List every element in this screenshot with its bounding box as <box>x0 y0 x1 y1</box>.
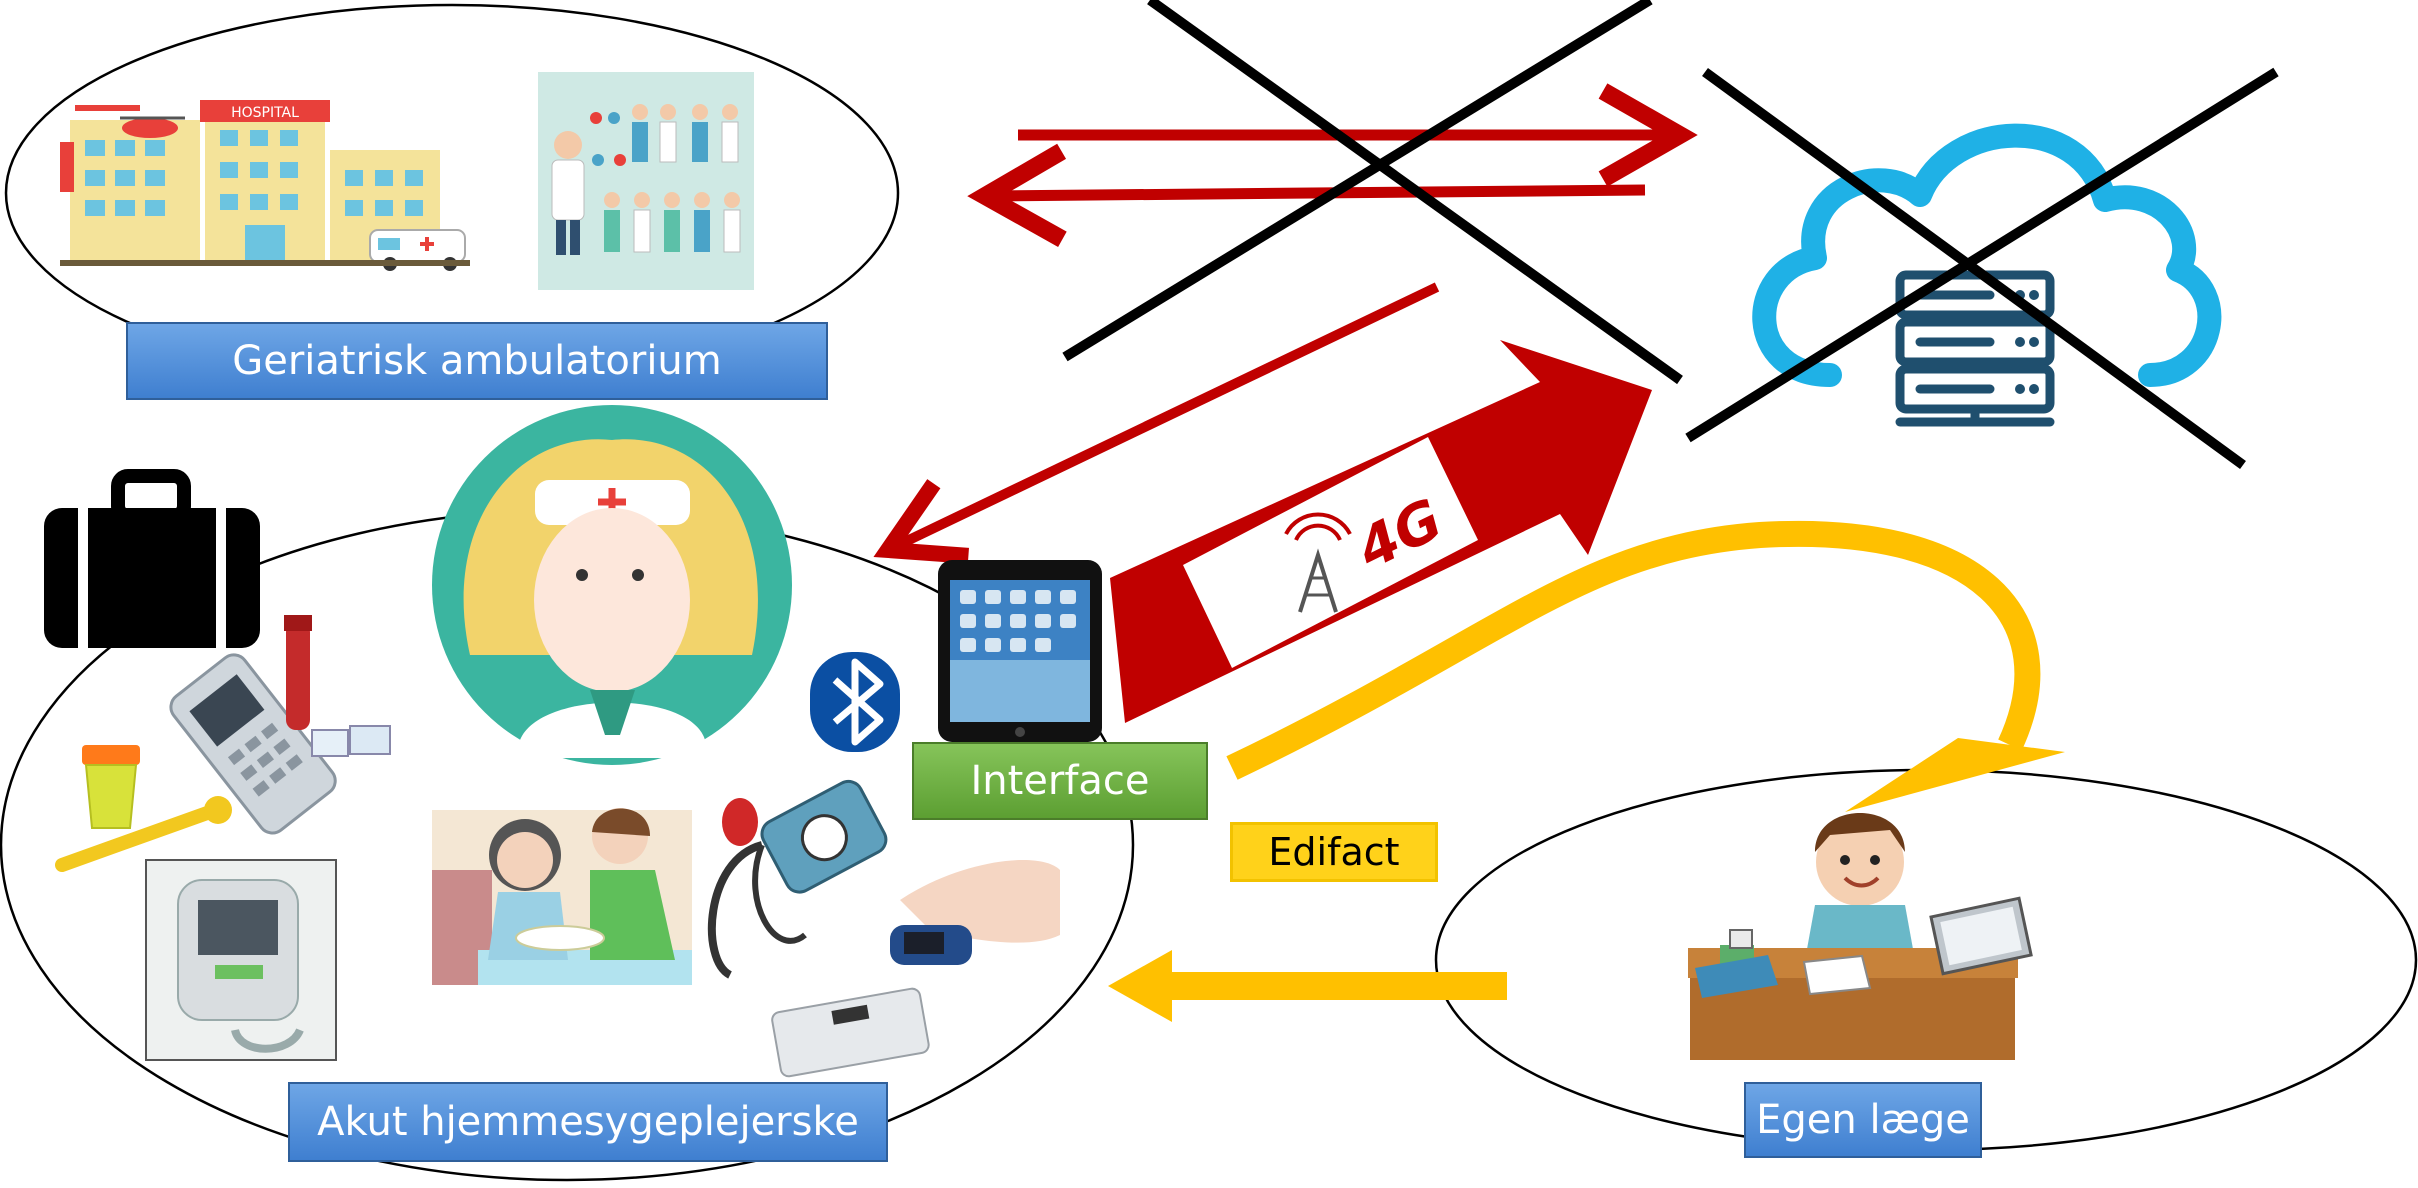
pulse-oximeter-icon <box>890 860 1060 965</box>
medical-staff-icon <box>538 72 754 290</box>
cross-out-cloud <box>1685 67 2279 470</box>
cloud-server-icon <box>1752 123 2222 387</box>
interface-label: Interface <box>912 742 1208 820</box>
yellow-curved-arrowhead <box>1845 738 2065 812</box>
cross-out-arrows <box>1062 0 1683 385</box>
urine-cup-icon <box>82 745 140 829</box>
yellow-curved-arrow <box>1226 520 2041 780</box>
ultrasound-device-icon <box>145 859 337 1061</box>
hospital-building-icon: HOSPITAL <box>60 100 470 271</box>
blood-pressure-monitor-icon <box>708 779 888 979</box>
hospital-sign: HOSPITAL <box>231 105 299 121</box>
arrow-to-nurse <box>873 282 1440 564</box>
test-strips-icon <box>311 725 391 757</box>
doctor-at-desk-icon <box>1688 813 2060 1060</box>
suitcase-icon <box>44 469 260 648</box>
geriatrisk-label: Geriatrisk ambulatorium <box>126 322 828 400</box>
test-tube-icon <box>284 615 312 730</box>
edifact-label: Edifact <box>1230 822 1438 882</box>
arrow-from-cloud <box>967 143 1646 247</box>
blood-analyzer-icon <box>169 653 337 835</box>
tablet-icon <box>938 560 1102 742</box>
thermometer-icon <box>55 796 232 872</box>
egen-laege-label: Egen læge <box>1744 1082 1982 1158</box>
scale-icon <box>771 987 930 1078</box>
4g-upload-arrow <box>1110 340 1652 723</box>
akut-label: Akut hjemmesygeplejerske <box>288 1082 888 1162</box>
elderly-care-icon <box>432 808 692 985</box>
yellow-return-arrow <box>1108 950 1507 1022</box>
nurse-avatar-icon <box>432 405 792 765</box>
bluetooth-icon <box>810 652 900 752</box>
